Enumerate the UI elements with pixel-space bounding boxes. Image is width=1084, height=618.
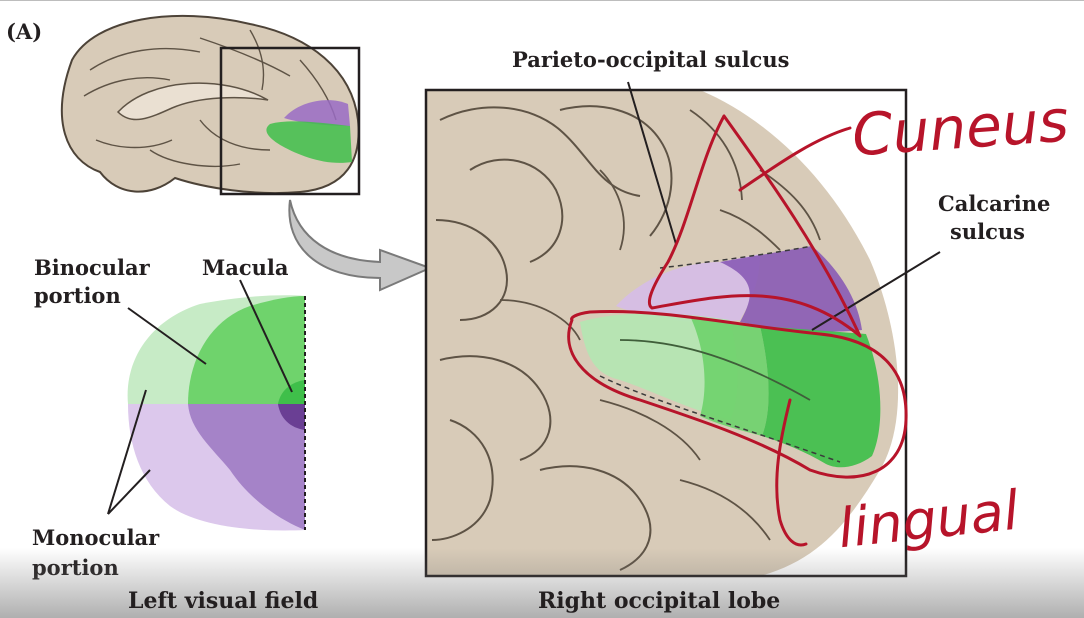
brain-outline bbox=[60, 15, 360, 195]
label-monocular-line2: portion bbox=[32, 555, 119, 580]
label-parieto-occipital: Parieto-occipital sulcus bbox=[512, 47, 790, 72]
whole-brain-thumbnail bbox=[60, 15, 361, 196]
cuneus-triangle bbox=[647, 114, 862, 338]
cuneus-pointer bbox=[738, 126, 852, 192]
thumb-purple-region bbox=[284, 100, 350, 126]
handwritten-annotations bbox=[567, 114, 908, 547]
lingual-loop bbox=[567, 309, 908, 479]
label-binocular-line2: portion bbox=[34, 283, 121, 308]
binocular-pointer bbox=[127, 307, 207, 365]
parieto-occipital-pointer bbox=[627, 81, 677, 245]
thumb-zoom-box bbox=[219, 46, 361, 196]
green-region-dark bbox=[760, 326, 881, 468]
macula-lower bbox=[278, 404, 305, 430]
label-monocular-line1: Monocular bbox=[32, 525, 160, 550]
occipital-lobe-view bbox=[424, 88, 908, 578]
caption-left-visual-field: Left visual field bbox=[128, 588, 319, 614]
binocular-lower bbox=[188, 404, 305, 530]
label-calcarine-line2: sulcus bbox=[950, 219, 1025, 244]
green-region-mid bbox=[690, 316, 769, 436]
lingual-pointer bbox=[775, 398, 808, 547]
label-calcarine-line1: Calcarine bbox=[938, 191, 1051, 216]
caption-right-occipital-lobe: Right occipital lobe bbox=[538, 588, 781, 614]
monocular-pointer-upper bbox=[107, 389, 147, 515]
green-region-light bbox=[580, 313, 738, 420]
calcarine-sulcus-line bbox=[619, 339, 811, 401]
binocular-upper bbox=[188, 296, 305, 404]
visual-field-diagram bbox=[127, 295, 306, 531]
macula-pointer bbox=[239, 279, 293, 393]
purple-region-light bbox=[616, 254, 760, 323]
corpus-callosum bbox=[116, 82, 269, 121]
panel-label: (A) bbox=[6, 19, 43, 44]
top-border bbox=[0, 0, 1084, 1]
monocular-pointer-lower bbox=[107, 469, 151, 515]
zoom-arrow bbox=[288, 199, 433, 292]
thumb-green-region bbox=[266, 121, 352, 163]
label-macula: Macula bbox=[202, 255, 289, 280]
purple-region-dark bbox=[720, 246, 862, 332]
label-binocular-line1: Binocular bbox=[34, 255, 150, 280]
